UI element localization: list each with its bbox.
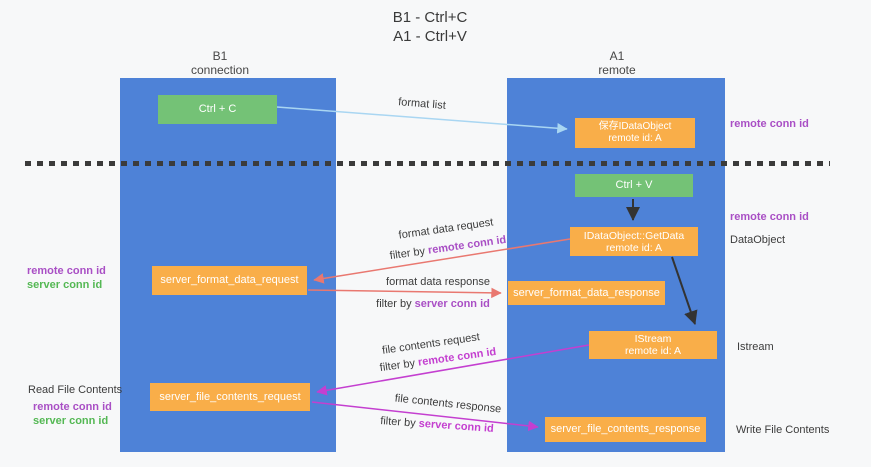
lane-header-a1: A1 remote (517, 49, 717, 77)
save-idataobject-line2: remote id: A (608, 133, 662, 144)
server-format-data-request-label: server_format_data_request (160, 274, 299, 286)
lane-b1-role: connection (190, 63, 250, 77)
ctrl-v-label: Ctrl + V (615, 179, 653, 191)
server-conn-id-label-left-2: server conn id (33, 415, 109, 427)
format-data-response-label: format data response (386, 276, 490, 288)
title-line-2: A1 - Ctrl+V (393, 28, 467, 45)
istream-label: Istream (737, 341, 774, 353)
server-file-contents-response-label: server_file_contents_response (550, 423, 701, 435)
server-conn-id-inline: server conn id (418, 417, 495, 435)
conn-id-stack-left-2: remote conn id server conn id (33, 400, 112, 428)
getdata-box: IDataObject::GetData remote id: A (570, 227, 698, 256)
istream-line2: remote id: A (624, 345, 682, 357)
ctrl-c-box: Ctrl + C (158, 95, 277, 124)
dataobject-label: DataObject (730, 234, 786, 246)
title-line-1: B1 - Ctrl+C (392, 9, 468, 26)
server-format-data-request-box: server_format_data_request (152, 266, 307, 295)
lane-a1-name: A1 (609, 49, 625, 63)
read-file-contents-label: Read File Contents (28, 384, 123, 396)
phase-separator (25, 161, 830, 166)
server-format-data-response-box: server_format_data_response (508, 281, 665, 305)
server-conn-id-inline: server conn id (414, 298, 490, 310)
save-idataobject-line1: 保存IDataObject (598, 121, 672, 132)
conn-id-stack-left-1: remote conn id server conn id (27, 264, 106, 292)
format-response-filter-label: filter by server conn id (376, 298, 490, 310)
lane-header-b1: B1 connection (120, 49, 320, 77)
getdata-line1: IDataObject::GetData (583, 229, 685, 242)
server-file-contents-request-label: server_file_contents_request (159, 390, 301, 403)
istream-line1: IStream (634, 333, 672, 345)
file-contents-response-label: file contents response (394, 392, 502, 416)
remote-conn-id-label-right-2: remote conn id (730, 211, 809, 223)
remote-conn-id-inline: remote conn id (427, 233, 507, 257)
server-conn-id-label-left-1: server conn id (27, 279, 103, 291)
remote-conn-id-label-left-1: remote conn id (27, 265, 106, 277)
save-idataobject-box: 保存IDataObject remote id: A (575, 118, 695, 148)
getdata-line2: remote id: A (605, 241, 663, 254)
write-file-contents-label: Write File Contents (736, 424, 830, 436)
istream-box: IStream remote id: A (589, 331, 717, 359)
server-format-data-response-label: server_format_data_response (513, 286, 660, 299)
ctrl-c-label: Ctrl + C (198, 103, 237, 115)
remote-conn-id-label-right-1: remote conn id (730, 118, 809, 130)
lane-a1-role: remote (598, 63, 636, 77)
ctrl-v-box: Ctrl + V (575, 174, 693, 197)
server-file-contents-response-box: server_file_contents_response (545, 417, 706, 442)
format-data-response-arrow (307, 287, 502, 299)
page-title: B1 - Ctrl+C A1 - Ctrl+V (330, 8, 530, 46)
remote-conn-id-label-left-2: remote conn id (33, 401, 112, 413)
format-list-label: format list (397, 96, 447, 112)
server-file-contents-request-box: server_file_contents_request (150, 383, 310, 411)
file-response-filter-label: filter by server conn id (379, 415, 495, 435)
lane-b1-name: B1 (212, 49, 228, 63)
